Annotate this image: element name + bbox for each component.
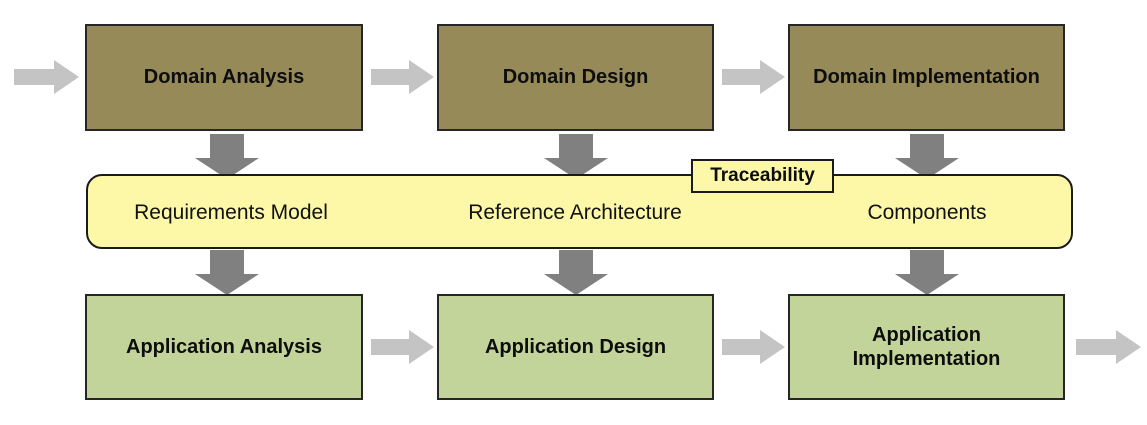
traceability-label-box[interactable]: Traceability [691,159,834,193]
arrow-application-design-to-implementation [722,328,786,366]
box-application-design-label: Application Design [484,335,667,358]
box-domain-implementation[interactable]: Domain Implementation [788,24,1065,131]
arrow-application-analysis-to-design [371,328,435,366]
arrow-down-components-to-application-implementation [894,250,960,296]
box-application-design[interactable]: Application Design [437,294,714,400]
arrow-down-architecture-to-application-design [543,250,609,296]
arrow-down-requirements-to-application-analysis [194,250,260,296]
arrow-domain-analysis-to-design [371,58,435,96]
entry-flow-arrow [14,58,80,96]
artifact-components-label: Components [867,201,987,224]
artifact-requirements-model: Requirements Model [86,202,376,223]
artifact-band [86,174,1073,249]
arrow-down-domain-design-to-architecture [543,134,609,180]
artifact-components: Components [782,202,1072,223]
box-application-implementation[interactable]: Application Implementation [788,294,1065,400]
box-domain-implementation-label: Domain Implementation [813,66,1040,89]
box-domain-design[interactable]: Domain Design [437,24,714,131]
box-application-implementation-label: Application Implementation [852,323,1001,370]
exit-flow-arrow [1076,328,1142,366]
traceability-label: Traceability [710,165,815,186]
box-application-analysis-label: Application Analysis [126,335,322,358]
arrow-down-domain-implementation-to-components [894,134,960,180]
box-application-analysis[interactable]: Application Analysis [85,294,363,400]
arrow-down-domain-analysis-to-requirements [194,134,260,180]
artifact-reference-architecture: Reference Architecture [430,202,720,223]
arrow-domain-design-to-implementation [722,58,786,96]
artifact-reference-architecture-label: Reference Architecture [468,201,682,224]
box-domain-design-label: Domain Design [502,66,649,89]
box-domain-analysis-label: Domain Analysis [143,66,305,89]
artifact-requirements-model-label: Requirements Model [134,201,328,224]
box-domain-analysis[interactable]: Domain Analysis [85,24,363,131]
